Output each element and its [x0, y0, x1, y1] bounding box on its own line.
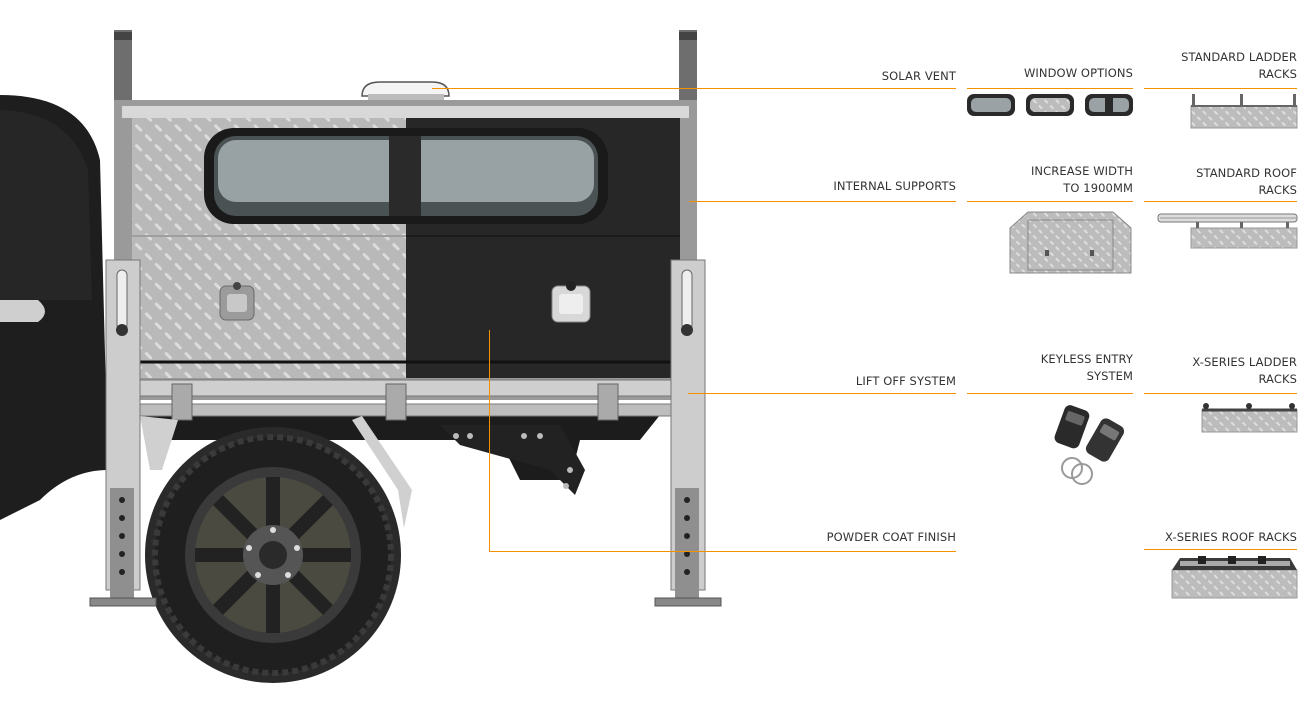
- xseries-roof-racks-label: X-SERIES ROOF RACKS: [1165, 530, 1297, 544]
- lift-off-legs: [89, 259, 722, 607]
- xseries-roof-racks-thumbnail: [1171, 556, 1298, 599]
- standard-roof-racks-thumbnail: [1157, 213, 1298, 249]
- solar-vent-label: SOLAR VENT: [881, 69, 956, 83]
- powder-coat-vertical-leader: [489, 330, 490, 551]
- lift-off-system-leader: [688, 393, 956, 394]
- increase-width-label: INCREASE WIDTH TO 1900MM: [1030, 164, 1133, 195]
- standard-ladder-underline: [1144, 88, 1297, 89]
- standard-roof-racks-label: STANDARD ROOF RACKS: [1196, 166, 1297, 197]
- canopy-body: [114, 100, 697, 400]
- standard-roof-underline: [1144, 201, 1297, 202]
- lift-off-system-label: LIFT OFF SYSTEM: [855, 374, 956, 388]
- keyless-entry-thumbnail: [1054, 405, 1125, 485]
- powder-coat-leader: [489, 551, 956, 552]
- internal-supports-leader: [689, 201, 956, 202]
- internal-supports-label: INTERNAL SUPPORTS: [833, 179, 956, 193]
- xseries-roof-underline: [1144, 549, 1297, 550]
- solar-vent: [361, 81, 450, 100]
- xseries-ladder-underline: [1144, 393, 1297, 394]
- solar-vent-leader: [432, 88, 956, 89]
- rear-wheel: [145, 427, 401, 683]
- vehicle-cab: [0, 95, 108, 520]
- keyless-entry-underline: [967, 393, 1133, 394]
- increase-width-thumbnail: [1009, 211, 1132, 274]
- powder-coat-finish-label: POWDER COAT FINISH: [826, 530, 956, 544]
- increase-width-underline: [967, 201, 1133, 202]
- ladder-rack-posts: [114, 30, 697, 110]
- xseries-ladder-racks-thumbnail: [1201, 403, 1298, 433]
- keyless-entry-label: KEYLESS ENTRY SYSTEM: [1040, 352, 1133, 383]
- window-options-label: WINDOW OPTIONS: [1023, 66, 1133, 80]
- standard-ladder-racks-label: STANDARD LADDER RACKS: [1181, 50, 1297, 81]
- xseries-ladder-racks-label: X-SERIES LADDER RACKS: [1192, 355, 1297, 386]
- standard-ladder-racks-thumbnail: [1190, 94, 1298, 129]
- window-options-thumbnails: [967, 94, 1133, 116]
- window-options-underline: [967, 88, 1133, 89]
